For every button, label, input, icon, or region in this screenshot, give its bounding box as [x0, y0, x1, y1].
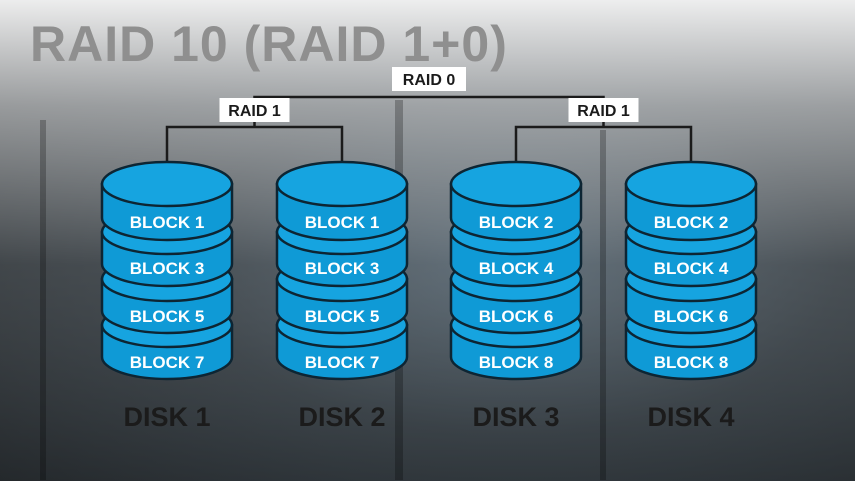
raid-labels: RAID 0 RAID 1 RAID 1 [219, 67, 639, 122]
disk-label-2: DISK 2 [298, 402, 386, 432]
raid0-label: RAID 0 [403, 72, 456, 89]
raid0-connector [253, 95, 605, 127]
block-label: BLOCK 6 [654, 307, 729, 326]
block-label: BLOCK 2 [479, 213, 554, 232]
raid1-connector [165, 125, 344, 163]
rack-rail [600, 130, 606, 480]
disk-3: BLOCK 2 BLOCK 4 BLOCK 6 BLOCK 8 [449, 160, 583, 381]
disk-label-1: DISK 1 [123, 402, 211, 432]
disk-segment-top [624, 160, 758, 208]
disk-segment-top [275, 160, 409, 208]
rack-rail [40, 120, 46, 480]
disk-segment-top [100, 160, 234, 208]
block-label: BLOCK 7 [130, 353, 205, 372]
block-label: BLOCK 2 [654, 213, 729, 232]
block-label: BLOCK 7 [305, 353, 380, 372]
block-label: BLOCK 5 [130, 307, 205, 326]
disk-2: BLOCK 1 BLOCK 3 BLOCK 5 BLOCK 7 [275, 160, 409, 381]
disk-label-3: DISK 3 [472, 402, 560, 432]
block-label: BLOCK 1 [305, 213, 380, 232]
disk-1: BLOCK 1 BLOCK 3 BLOCK 5 BLOCK 7 [100, 160, 234, 381]
raid1-connector [514, 125, 693, 163]
disk-label-4: DISK 4 [647, 402, 735, 432]
block-label: BLOCK 8 [479, 353, 554, 372]
disk-4: BLOCK 2 BLOCK 4 BLOCK 6 BLOCK 8 [624, 160, 758, 381]
block-label: BLOCK 4 [654, 259, 729, 278]
block-label: BLOCK 3 [130, 259, 205, 278]
raid1-label-left: RAID 1 [228, 103, 281, 120]
raid1-label-right: RAID 1 [577, 103, 630, 120]
page-title: RAID 10 (RAID 1+0) [30, 16, 508, 72]
block-label: BLOCK 6 [479, 307, 554, 326]
block-label: BLOCK 8 [654, 353, 729, 372]
raid0-label-bg [392, 67, 466, 91]
raid1-label-left-bg [219, 98, 290, 122]
disk-segment-top [449, 160, 583, 208]
block-label: BLOCK 5 [305, 307, 380, 326]
raid1-label-right-bg [568, 98, 639, 122]
block-label: BLOCK 3 [305, 259, 380, 278]
block-label: BLOCK 4 [479, 259, 554, 278]
block-label: BLOCK 1 [130, 213, 205, 232]
